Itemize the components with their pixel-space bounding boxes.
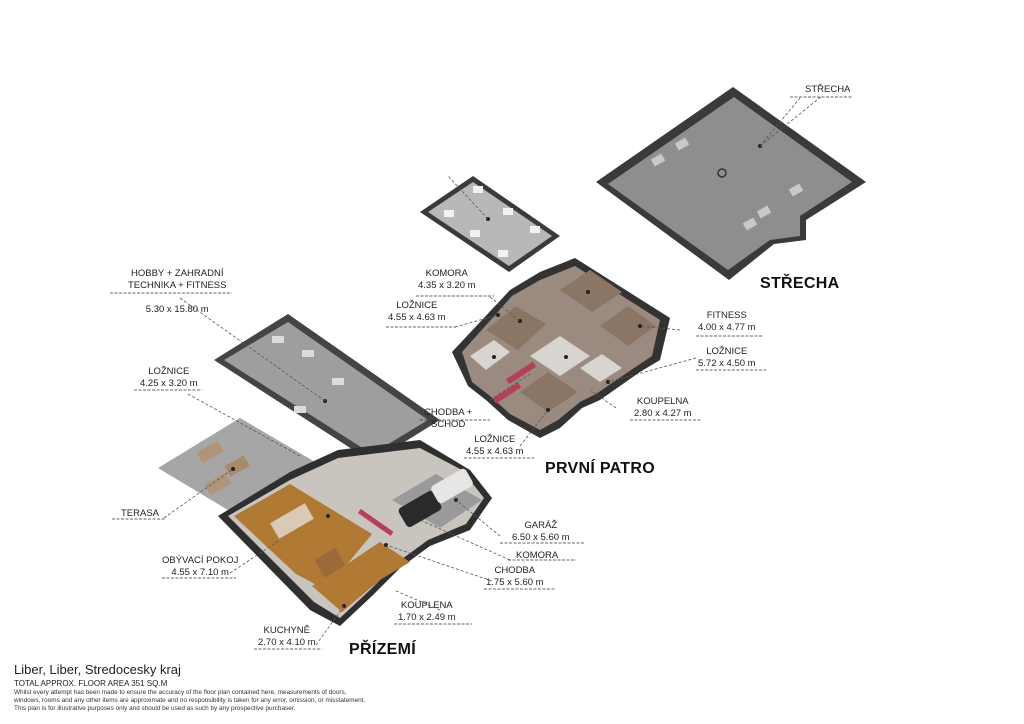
room-name: LOŽNICE <box>396 300 438 311</box>
floor-title-first: PRVNÍ PATRO <box>545 460 655 477</box>
room-label-chodba-gr: CHODBA 1.75 x 5.60 m <box>486 565 544 589</box>
room-label-hobby: HOBBY + ZAHRADNÍ TECHNIKA + FITNESS 5.30… <box>128 256 226 328</box>
room-name: KOMORA <box>516 550 559 561</box>
disclaimer: Whilst every attempt has been made to en… <box>14 689 366 712</box>
floor-title-roof: STŘECHA <box>760 275 840 292</box>
room-label-loznice-up3: LOŽNICE 4.55 x 4.63 m <box>466 434 524 458</box>
room-dims: 6.50 x 5.60 m <box>512 532 570 543</box>
total-area: TOTAL APPROX. FLOOR AREA 351 SQ.M <box>14 679 168 688</box>
room-label-strecha: STŘECHA <box>805 84 850 96</box>
room-label-loznice-up1: LOŽNICE 4.55 x 4.63 m <box>388 300 446 324</box>
room-label-loznice-up2: LOŽNICE 5.72 x 4.50 m <box>698 346 756 370</box>
room-dims: 4.35 x 3.20 m <box>418 280 476 291</box>
leader-lines <box>163 95 823 646</box>
first-floor-plan <box>420 175 670 438</box>
property-title: Liber, Liber, Stredocesky kraj <box>14 662 181 677</box>
room-name: LOŽNICE <box>148 366 190 377</box>
room-name: GARÁŽ <box>524 520 558 531</box>
room-dims: 5.30 x 15.80 m <box>145 304 209 315</box>
room-dims: 4.00 x 4.77 m <box>698 322 756 333</box>
room-dims: 1.75 x 5.60 m <box>486 577 544 588</box>
room-name: CHODBA <box>494 565 536 576</box>
room-name: LOŽNICE <box>474 434 516 445</box>
room-label-garaz: GARÁŽ 6.50 x 5.60 m <box>512 520 570 544</box>
room-label-kouplena: KOUPLENA 1.70 x 2.49 m <box>398 600 456 624</box>
room-name: KOMORA <box>425 268 468 279</box>
room-label-terasa: TERASA <box>121 508 159 520</box>
floor-title-ground: PŘÍZEMÍ <box>349 641 416 658</box>
room-dims: 4.55 x 4.63 m <box>466 446 524 457</box>
room-label-loznice-gr: LOŽNICE 4.25 x 3.20 m <box>140 366 198 390</box>
room-label-chodba-schod: CHODBA + SCHOD <box>424 395 472 443</box>
room-dims: 5.72 x 4.50 m <box>698 358 756 369</box>
room-name: OBÝVACÍ POKOJ <box>162 555 239 566</box>
room-name: TERASA <box>121 508 160 519</box>
room-label-obyvaci: OBÝVACÍ POKOJ 4.55 x 7.10 m <box>162 555 238 579</box>
plan-footer: Liber, Liber, Stredocesky kraj TOTAL APP… <box>14 662 454 713</box>
room-name: KOUPLENA <box>400 600 453 611</box>
roof-plan <box>596 87 866 280</box>
room-name: LOŽNICE <box>706 346 748 357</box>
room-label-komora-gr: KOMORA <box>516 550 558 562</box>
label-underlines <box>110 96 852 650</box>
room-dims: 4.55 x 7.10 m <box>171 567 229 578</box>
room-dims: 2.70 x 4.10 m <box>258 637 316 648</box>
room-dims: 2.80 x 4.27 m <box>634 408 692 419</box>
room-name: FITNESS <box>706 310 747 321</box>
room-label-komora-up: KOMORA 4.35 x 3.20 m <box>418 268 476 292</box>
room-dims: 1.70 x 2.49 m <box>398 612 456 623</box>
room-name: KOUPELNA <box>636 396 689 407</box>
room-name: KUCHYNĚ <box>263 625 310 636</box>
room-name: STŘECHA <box>805 84 851 95</box>
room-name: CHODBA + SCHOD <box>424 407 473 430</box>
ground-floor-plan <box>158 314 492 626</box>
room-dims: 4.25 x 3.20 m <box>140 378 198 389</box>
room-label-kuchyne: KUCHYNĚ 2.70 x 4.10 m <box>258 625 316 649</box>
room-label-fitness: FITNESS 4.00 x 4.77 m <box>698 310 756 334</box>
room-label-koupelna: KOUPELNA 2.80 x 4.27 m <box>634 396 692 420</box>
room-dims: 4.55 x 4.63 m <box>388 312 446 323</box>
room-name: HOBBY + ZAHRADNÍ TECHNIKA + FITNESS <box>128 268 227 291</box>
